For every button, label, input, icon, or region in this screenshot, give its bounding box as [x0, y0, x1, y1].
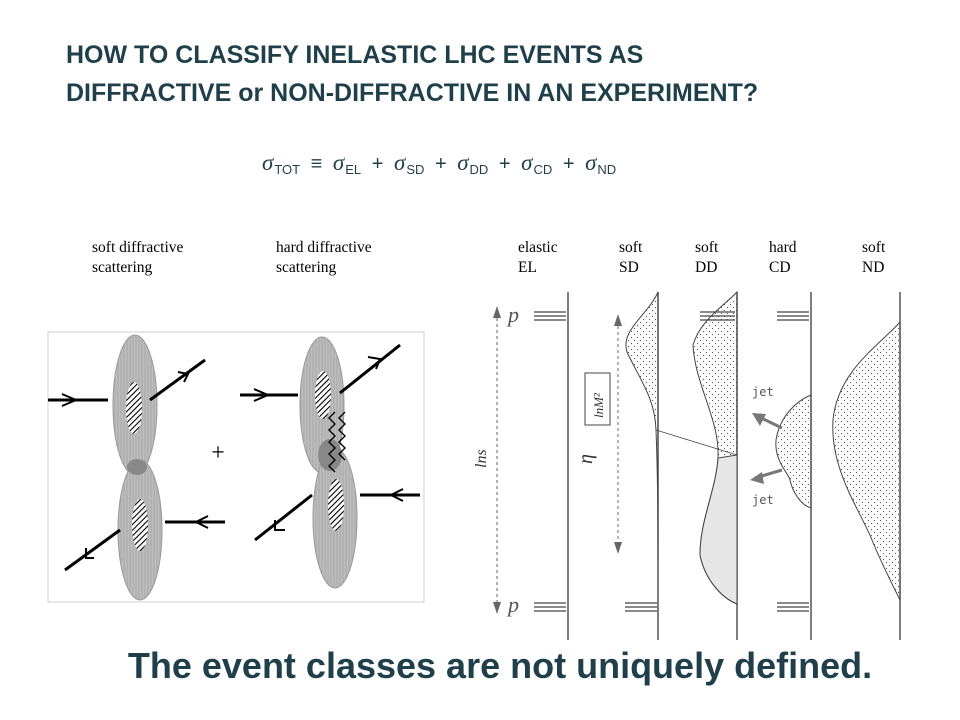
sigma-symbol: σ	[393, 150, 406, 175]
lns-label: lns	[473, 449, 490, 468]
arrow-down-icon	[614, 542, 622, 554]
sigma-symbol: σ	[457, 150, 469, 175]
outgoing-line	[149, 358, 206, 402]
proton-label-top: p	[506, 302, 519, 327]
lnm2-box	[584, 372, 611, 426]
outgoing-line	[339, 343, 401, 395]
sigma-symbol: σ	[585, 150, 597, 175]
arrow-icon	[367, 356, 382, 370]
jet-label-bottom: jet	[752, 493, 774, 507]
panel-frame	[47, 331, 425, 603]
cross-section-equation: σTOT ≡ σEL + σSD + σDD + σCD + σND	[262, 150, 616, 177]
proton-label-bottom: p	[506, 592, 519, 617]
eta-label: η	[575, 454, 597, 464]
arrow-icon	[177, 371, 190, 383]
arrow-icon	[85, 548, 94, 559]
arrow-icon	[193, 515, 209, 529]
label-hard-diffractive: hard diffractive scattering	[276, 239, 372, 276]
plus-sign: +	[562, 153, 575, 175]
jet-arrow-head-icon	[752, 413, 766, 426]
nd-distribution	[832, 320, 901, 601]
lnm2-label: lnM²	[591, 392, 606, 418]
jet-arrow-head-icon	[750, 472, 764, 484]
arrow-icon	[274, 520, 285, 531]
gluon-line	[328, 411, 336, 473]
gluon-line	[338, 411, 346, 461]
arrow-up-icon	[493, 306, 501, 318]
blob-overlap	[127, 459, 147, 475]
sub-dd: DD	[469, 162, 489, 177]
sub-tot: TOT	[274, 162, 301, 177]
sd-distribution	[625, 291, 659, 561]
label-soft-diffractive: soft diffractive scattering	[92, 239, 184, 276]
arrow-icon	[388, 488, 404, 502]
cd-distribution	[775, 394, 812, 509]
rapidity-plots: p p lns η lnM² jet jet	[473, 290, 901, 640]
sub-nd: ND	[597, 162, 617, 177]
outgoing-line	[254, 493, 313, 542]
upper-core-icon	[315, 371, 331, 419]
arrow-up-icon	[614, 314, 622, 326]
outgoing-line	[64, 528, 121, 572]
lower-core-icon	[132, 499, 148, 551]
page-title: HOW TO CLASSIFY INELASTIC LHC EVENTS AS …	[66, 36, 946, 112]
equiv-sign: ≡	[310, 153, 323, 175]
jet-label-top: jet	[752, 385, 774, 399]
plus-sign: +	[434, 153, 447, 175]
arrow-icon	[253, 388, 271, 402]
upper-core-icon	[126, 382, 142, 434]
sigma-symbol: σ	[332, 150, 345, 175]
arrow-icon	[61, 393, 79, 407]
sub-cd: CD	[533, 162, 553, 177]
feynman-panel: +	[47, 331, 425, 603]
plus-sign: +	[498, 153, 511, 175]
lower-core-icon	[328, 479, 344, 531]
plus-sign: +	[371, 153, 384, 175]
title-line-2: DIFFRACTIVE or NON-DIFFRACTIVE IN AN EXP…	[66, 79, 759, 107]
sub-el: EL	[345, 162, 362, 177]
title-line-1: HOW TO CLASSIFY INELASTIC LHC EVENTS AS	[66, 41, 644, 69]
plus-sign: +	[211, 440, 225, 466]
arrow-down-icon	[493, 602, 501, 614]
dd-cross-line	[655, 429, 738, 456]
footer-statement: The event classes are not uniquely defin…	[127, 645, 873, 686]
dd-lower-shaded	[699, 454, 738, 605]
sigma-symbol: σ	[262, 150, 274, 175]
sub-sd: SD	[406, 162, 425, 177]
sigma-symbol: σ	[521, 150, 533, 175]
